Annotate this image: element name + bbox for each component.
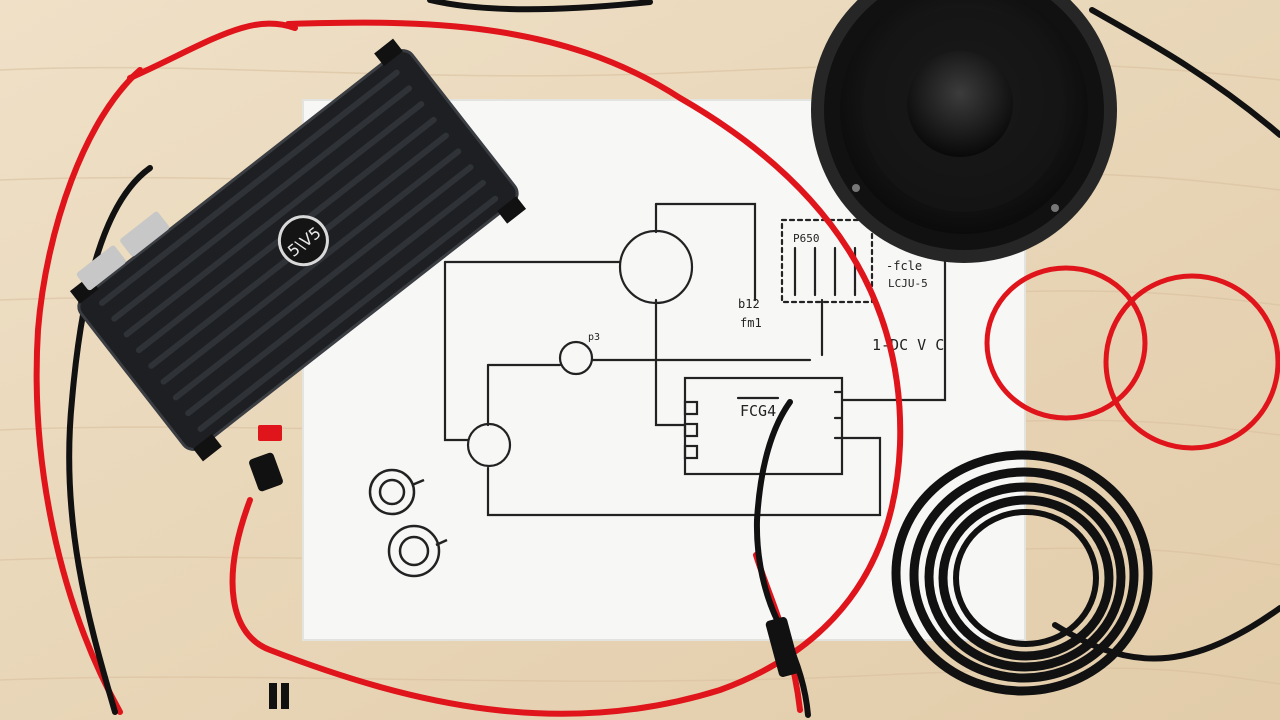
block-label: P650 <box>793 232 820 245</box>
red-wire-rings <box>984 265 1280 451</box>
note-small-2: fm1 <box>740 316 762 330</box>
sketch-notes: FCG4 P650 -fcle LCJU-5 b12 fm1 1-DC V C … <box>588 232 944 420</box>
ring-terminal-icon <box>368 468 448 578</box>
circuit-symbol-medium <box>466 422 512 468</box>
node-label: p3 <box>588 332 600 343</box>
note-right-mid: LCJU-5 <box>888 277 928 290</box>
note-small-1: b12 <box>738 297 760 311</box>
wire-coil-icon <box>891 450 1153 696</box>
note-right-top: -fcle <box>886 259 922 273</box>
note-mid: 1-DC V C <box>872 336 944 354</box>
hand-drawn-schematic <box>443 202 947 517</box>
circuit-symbol-small <box>558 340 594 376</box>
box-label: FCG4 <box>740 402 776 420</box>
circuit-symbol-large <box>618 229 694 305</box>
amplifier-icon: 5\V5 <box>69 38 527 462</box>
speaker-icon <box>811 0 1117 263</box>
wire-connectors <box>249 425 801 709</box>
